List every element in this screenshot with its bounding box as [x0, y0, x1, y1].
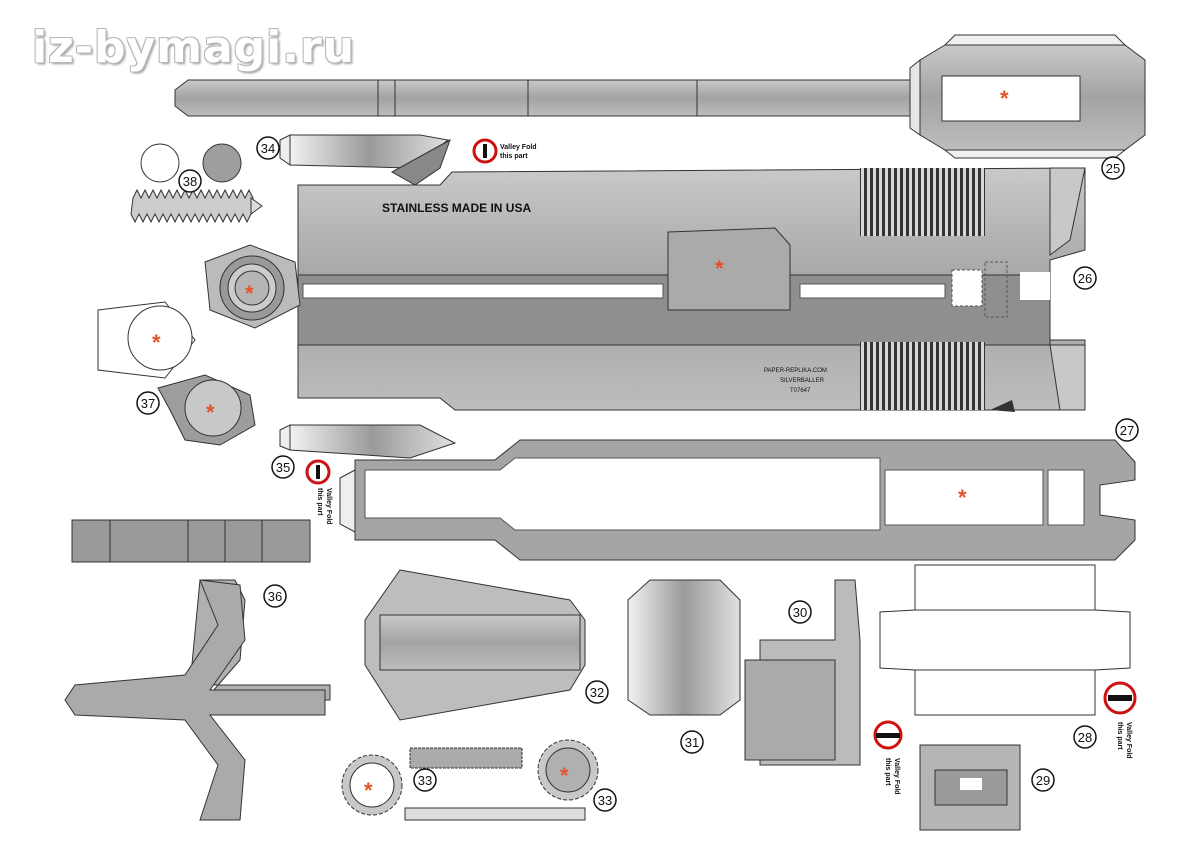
- svg-text:33: 33: [598, 793, 612, 808]
- svg-text:32: 32: [590, 685, 604, 700]
- part-number-31: 31: [680, 730, 704, 754]
- part-number-32: 32: [585, 680, 609, 704]
- part-37-rings: * *: [97, 301, 256, 446]
- valley-fold-sign-2: Valley Fold this part: [305, 459, 332, 525]
- part-27-frame: *: [339, 439, 1136, 561]
- part-number-28: 28: [1073, 725, 1097, 749]
- part-32-box: [364, 569, 586, 721]
- glue-marker: *: [560, 763, 569, 788]
- blade-stamp-text: STAINLESS MADE IN USA: [382, 201, 531, 215]
- part-34-blade-edge: [279, 134, 451, 186]
- part-number-35: 35: [271, 455, 295, 479]
- svg-text:31: 31: [685, 735, 699, 750]
- blade-marking-3: T07647: [790, 388, 811, 394]
- part-number-33a: 33: [413, 768, 437, 792]
- watermark-text: iz-bymagi.ru: [32, 22, 355, 73]
- glue-marker: *: [245, 281, 254, 306]
- valley-fold-text: Valley Fold: [500, 144, 537, 151]
- glue-marker: *: [206, 400, 215, 425]
- part-number-34: 34: [256, 136, 280, 160]
- valley-fold-text: this part: [884, 758, 891, 786]
- svg-text:25: 25: [1106, 161, 1120, 176]
- part-35-blade-edge: [279, 424, 457, 459]
- part-number-37: 37: [136, 391, 160, 415]
- valley-fold-text: this part: [316, 488, 323, 516]
- part-number-25: 25: [1101, 156, 1125, 180]
- part-number-33b: 33: [593, 788, 617, 812]
- valley-fold-text: this part: [1116, 722, 1123, 750]
- valley-fold-sign-3: Valley Fold this part: [873, 720, 903, 795]
- part-guard-ring: *: [204, 244, 301, 329]
- glue-marker: *: [364, 778, 373, 803]
- valley-fold-text: this part: [500, 153, 528, 160]
- svg-text:27: 27: [1120, 423, 1134, 438]
- svg-text:38: 38: [183, 174, 197, 189]
- valley-fold-sign-1: Valley Fold this part: [472, 138, 537, 164]
- svg-text:26: 26: [1078, 271, 1092, 286]
- svg-text:35: 35: [276, 460, 290, 475]
- blade-marking-2: SILVERBALLER: [780, 378, 825, 384]
- svg-text:36: 36: [268, 589, 282, 604]
- svg-text:33: 33: [418, 773, 432, 788]
- part-30-box: [744, 579, 861, 766]
- part-number-30: 30: [788, 600, 812, 624]
- glue-marker: *: [715, 256, 724, 281]
- part-25-grip-strip: *: [174, 34, 1146, 159]
- part-number-26: 26: [1073, 266, 1097, 290]
- part-36-cross-guard: [64, 519, 331, 821]
- svg-text:34: 34: [261, 141, 275, 156]
- valley-fold-text: Valley Fold: [893, 758, 900, 795]
- part-number-36: 36: [263, 584, 287, 608]
- part-29-box: [919, 744, 1021, 831]
- part-number-29: 29: [1031, 768, 1055, 792]
- part-28-box: [879, 564, 1131, 716]
- part-33-gears: * *: [341, 739, 599, 821]
- part-31-box: [627, 579, 741, 716]
- part-38-discs: [130, 143, 263, 224]
- svg-text:28: 28: [1078, 730, 1092, 745]
- svg-text:29: 29: [1036, 773, 1050, 788]
- svg-text:37: 37: [141, 396, 155, 411]
- part-number-38: 38: [178, 169, 202, 193]
- valley-fold-text: Valley Fold: [1125, 722, 1132, 759]
- valley-fold-text: Valley Fold: [325, 488, 332, 525]
- glue-marker: *: [152, 330, 161, 355]
- svg-text:30: 30: [793, 605, 807, 620]
- part-number-27: 27: [1115, 418, 1139, 442]
- valley-fold-sign-4: Valley Fold this part: [1103, 681, 1137, 759]
- part-26-blade-panel: STAINLESS MADE IN USA PAPER-REPLIKA.COM …: [297, 167, 1086, 412]
- blade-marking-1: PAPER-REPLIKA.COM: [764, 368, 827, 374]
- glue-marker: *: [1000, 86, 1009, 111]
- glue-marker: *: [958, 485, 967, 510]
